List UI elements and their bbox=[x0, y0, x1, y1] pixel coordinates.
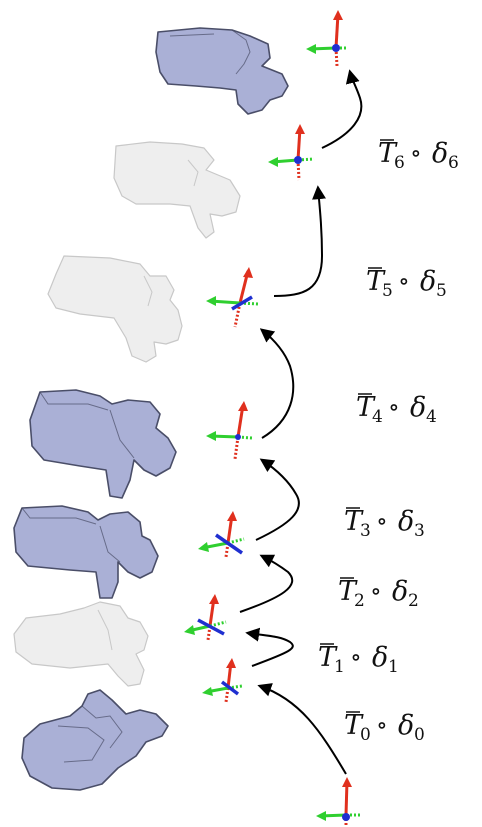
compose-operator: ∘ bbox=[376, 507, 388, 535]
arrow-1-to-2 bbox=[240, 556, 292, 612]
compose-operator: ∘ bbox=[376, 711, 388, 739]
compose-operator: ∘ bbox=[350, 643, 362, 671]
arrow-4-to-5 bbox=[274, 188, 322, 296]
delta-symbol: δ bbox=[410, 392, 426, 423]
compose-operator: ∘ bbox=[398, 267, 410, 295]
transform-subscript: 4 bbox=[372, 407, 383, 427]
delta-symbol: δ bbox=[372, 642, 388, 673]
arrow-origin-to-0 bbox=[260, 686, 346, 774]
vertebra-6 bbox=[156, 28, 288, 114]
vertebra-5 bbox=[114, 142, 240, 238]
delta-subscript: 6 bbox=[448, 153, 459, 173]
frame-4 bbox=[206, 267, 258, 327]
frame-1 bbox=[184, 594, 226, 640]
arrow-2-to-3 bbox=[256, 460, 299, 540]
compose-operator: ∘ bbox=[410, 139, 422, 167]
delta-symbol: δ bbox=[398, 506, 414, 537]
transform-subscript: 3 bbox=[360, 521, 371, 541]
delta-subscript: 3 bbox=[414, 521, 425, 541]
delta-subscript: 1 bbox=[388, 657, 399, 677]
delta-symbol: δ bbox=[432, 138, 448, 169]
delta-subscript: 5 bbox=[436, 281, 447, 301]
compose-operator: ∘ bbox=[388, 393, 400, 421]
transform-subscript: 5 bbox=[382, 281, 393, 301]
coordinate-frames bbox=[184, 10, 360, 825]
arrow-3-to-4 bbox=[262, 330, 293, 438]
frame-0 bbox=[202, 658, 242, 702]
delta-symbol: δ bbox=[398, 710, 414, 741]
transform-subscript: 6 bbox=[394, 153, 405, 173]
delta-symbol: δ bbox=[420, 266, 436, 297]
vertebra-1 bbox=[14, 602, 148, 686]
transform-subscript: 2 bbox=[354, 591, 365, 611]
vertebra-4 bbox=[48, 256, 182, 362]
transform-subscript: 0 bbox=[360, 725, 371, 745]
arrow-5-to-6 bbox=[322, 72, 361, 148]
vertebra-2 bbox=[14, 506, 158, 598]
transform-subscript: 1 bbox=[334, 657, 345, 677]
arrow-0-to-1 bbox=[248, 633, 293, 666]
vertebra-3 bbox=[30, 390, 176, 498]
vertebra-0 bbox=[22, 690, 168, 790]
frame-2 bbox=[198, 511, 244, 557]
delta-subscript: 4 bbox=[426, 407, 437, 427]
delta-subscript: 0 bbox=[414, 725, 425, 745]
compose-operator: ∘ bbox=[370, 577, 382, 605]
frame-5 bbox=[268, 124, 314, 180]
frame-6 bbox=[306, 10, 348, 66]
frame-origin bbox=[316, 777, 360, 825]
frame-3 bbox=[206, 401, 252, 459]
delta-symbol: δ bbox=[392, 576, 408, 607]
delta-subscript: 2 bbox=[408, 591, 419, 611]
